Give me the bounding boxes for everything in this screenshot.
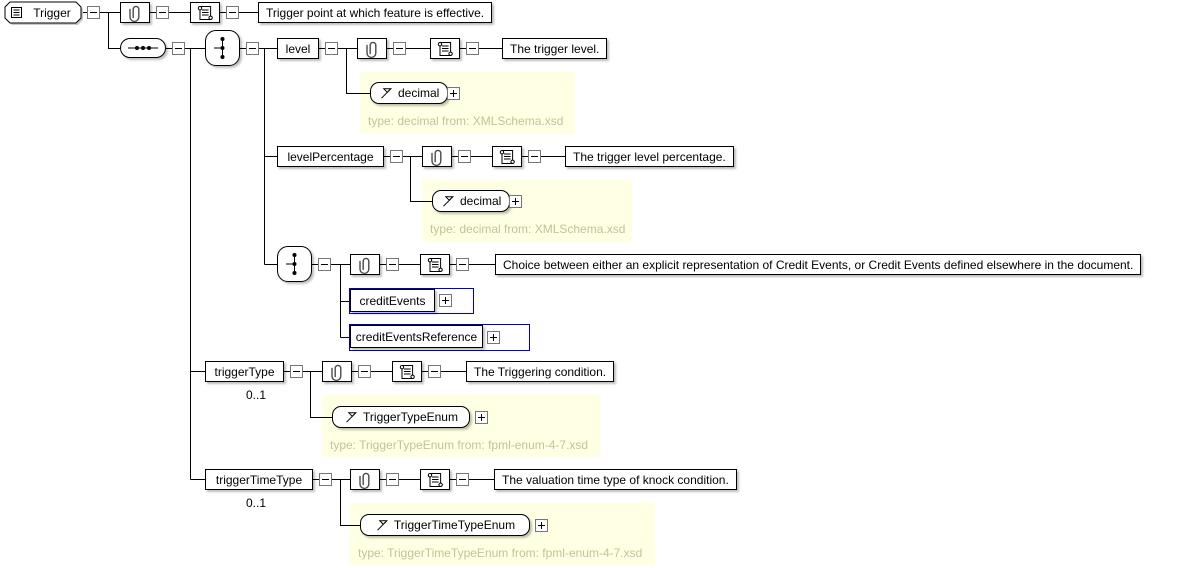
element-icon: [11, 7, 22, 18]
paperclip-icon: [323, 362, 351, 382]
levelpercentage-type-expand-button[interactable]: [509, 195, 522, 208]
choice-icon: [281, 250, 308, 278]
level-annotation-text: The trigger level.: [502, 38, 608, 59]
triggertype-attributes-collapse-button[interactable]: [358, 365, 371, 378]
inner-choice-annotation-collapse-button[interactable]: [456, 258, 469, 271]
type-triggertypeenum[interactable]: TriggerTypeEnum: [332, 406, 470, 428]
trigger-attributes-collapse-button[interactable]: [156, 6, 169, 19]
trigger-annotation-collapse-button[interactable]: [226, 6, 239, 19]
type-decimal-level[interactable]: decimal: [370, 82, 449, 104]
element-triggertype[interactable]: triggerType: [205, 361, 284, 382]
choice-compositor[interactable]: [205, 30, 240, 66]
type-triggertimetypeenum[interactable]: TriggerTimeTypeEnum: [360, 514, 530, 536]
triggertimetype-annotation-collapse-button[interactable]: [456, 473, 469, 486]
triggertimetype-occurrence-label: 0..1: [246, 496, 267, 510]
triggertimetype-type-expand-button[interactable]: [535, 519, 548, 532]
level-annotation-collapse-button[interactable]: [466, 42, 479, 55]
inner-choice-compositor[interactable]: [277, 246, 312, 282]
triggertimetype-attributes-collapse-button[interactable]: [386, 473, 399, 486]
trigger-attributes-box[interactable]: [120, 2, 150, 23]
triggertype-annotation-box[interactable]: [392, 361, 422, 382]
pennant-icon: [441, 194, 455, 208]
paperclip-icon: [351, 255, 379, 275]
level-attributes-box[interactable]: [357, 38, 387, 59]
triggertimetype-collapse-button[interactable]: [319, 473, 332, 486]
sequence-icon: [123, 41, 163, 55]
levelpercentage-attributes-box[interactable]: [422, 146, 452, 167]
element-trigger[interactable]: Trigger: [3, 0, 87, 27]
choice-collapse-button[interactable]: [246, 42, 259, 55]
type-name: TriggerTimeTypeEnum: [393, 518, 516, 532]
triggertype-attributes-box[interactable]: [322, 361, 352, 382]
inner-choice-attributes-box[interactable]: [350, 254, 380, 275]
element-crediteventsreference[interactable]: creditEventsReference: [350, 325, 483, 348]
creditevents-expand-button[interactable]: [439, 294, 452, 307]
inner-choice-collapse-button[interactable]: [318, 258, 331, 271]
choice-icon: [209, 34, 236, 62]
triggertimetype-annotation-box[interactable]: [420, 469, 450, 490]
paperclip-icon: [351, 470, 379, 490]
type-name: decimal: [460, 194, 502, 208]
scroll-icon: [393, 362, 421, 382]
triggertype-type-caption: type: TriggerTypeEnum from: fpml-enum-4-…: [330, 438, 589, 452]
levelpercentage-collapse-button[interactable]: [390, 150, 403, 163]
triggertimetype-type-caption: type: TriggerTimeTypeEnum from: fpml-enu…: [358, 546, 643, 560]
level-collapse-button[interactable]: [325, 42, 338, 55]
triggertype-type-expand-button[interactable]: [475, 411, 488, 424]
scroll-icon: [421, 470, 449, 490]
inner-choice-annotation-box[interactable]: [420, 254, 450, 275]
sequence-compositor[interactable]: [120, 38, 166, 58]
triggertimetype-annotation-text: The valuation time type of knock conditi…: [494, 469, 737, 490]
scroll-icon: [493, 147, 521, 167]
paperclip-icon: [423, 147, 451, 167]
paperclip-icon: [121, 3, 149, 23]
element-creditevents[interactable]: creditEvents: [350, 289, 435, 312]
pennant-icon: [344, 410, 358, 424]
type-name: decimal: [398, 86, 440, 100]
inner-choice-attributes-collapse-button[interactable]: [386, 258, 399, 271]
scroll-icon: [421, 255, 449, 275]
root-element-label: Trigger: [33, 6, 71, 20]
triggertype-collapse-button[interactable]: [290, 365, 303, 378]
type-decimal-levelpercentage[interactable]: decimal: [432, 190, 511, 212]
triggertype-annotation-text: The Triggering condition.: [466, 361, 615, 382]
element-triggertimetype[interactable]: triggerTimeType: [205, 469, 313, 490]
triggertimetype-attributes-box[interactable]: [350, 469, 380, 490]
crediteventsreference-expand-button[interactable]: [487, 331, 500, 344]
levelpercentage-annotation-collapse-button[interactable]: [528, 150, 541, 163]
level-type-expand-button[interactable]: [447, 87, 460, 100]
scroll-icon: [191, 3, 219, 23]
element-levelpercentage[interactable]: levelPercentage: [277, 146, 384, 167]
scroll-icon: [431, 39, 459, 59]
trigger-collapse-button[interactable]: [87, 6, 100, 19]
level-type-caption: type: decimal from: XMLSchema.xsd: [368, 114, 564, 128]
paperclip-icon: [358, 39, 386, 59]
level-annotation-box[interactable]: [430, 38, 460, 59]
levelpercentage-annotation-text: The trigger level percentage.: [565, 146, 734, 167]
levelpercentage-attributes-collapse-button[interactable]: [458, 150, 471, 163]
triggertype-annotation-collapse-button[interactable]: [428, 365, 441, 378]
pennant-icon: [375, 518, 389, 532]
triggertype-occurrence-label: 0..1: [246, 388, 267, 402]
type-name: TriggerTypeEnum: [363, 410, 458, 424]
levelpercentage-type-caption: type: decimal from: XMLSchema.xsd: [430, 222, 626, 236]
trigger-annotation-text: Trigger point at which feature is effect…: [258, 2, 493, 23]
trigger-annotation-box[interactable]: [190, 2, 220, 23]
pennant-icon: [379, 86, 393, 100]
level-attributes-collapse-button[interactable]: [393, 42, 406, 55]
inner-choice-annotation-text: Choice between either an explicit repres…: [495, 254, 1142, 275]
levelpercentage-annotation-box[interactable]: [492, 146, 522, 167]
element-level[interactable]: level: [277, 38, 319, 59]
sequence-collapse-button[interactable]: [172, 42, 185, 55]
